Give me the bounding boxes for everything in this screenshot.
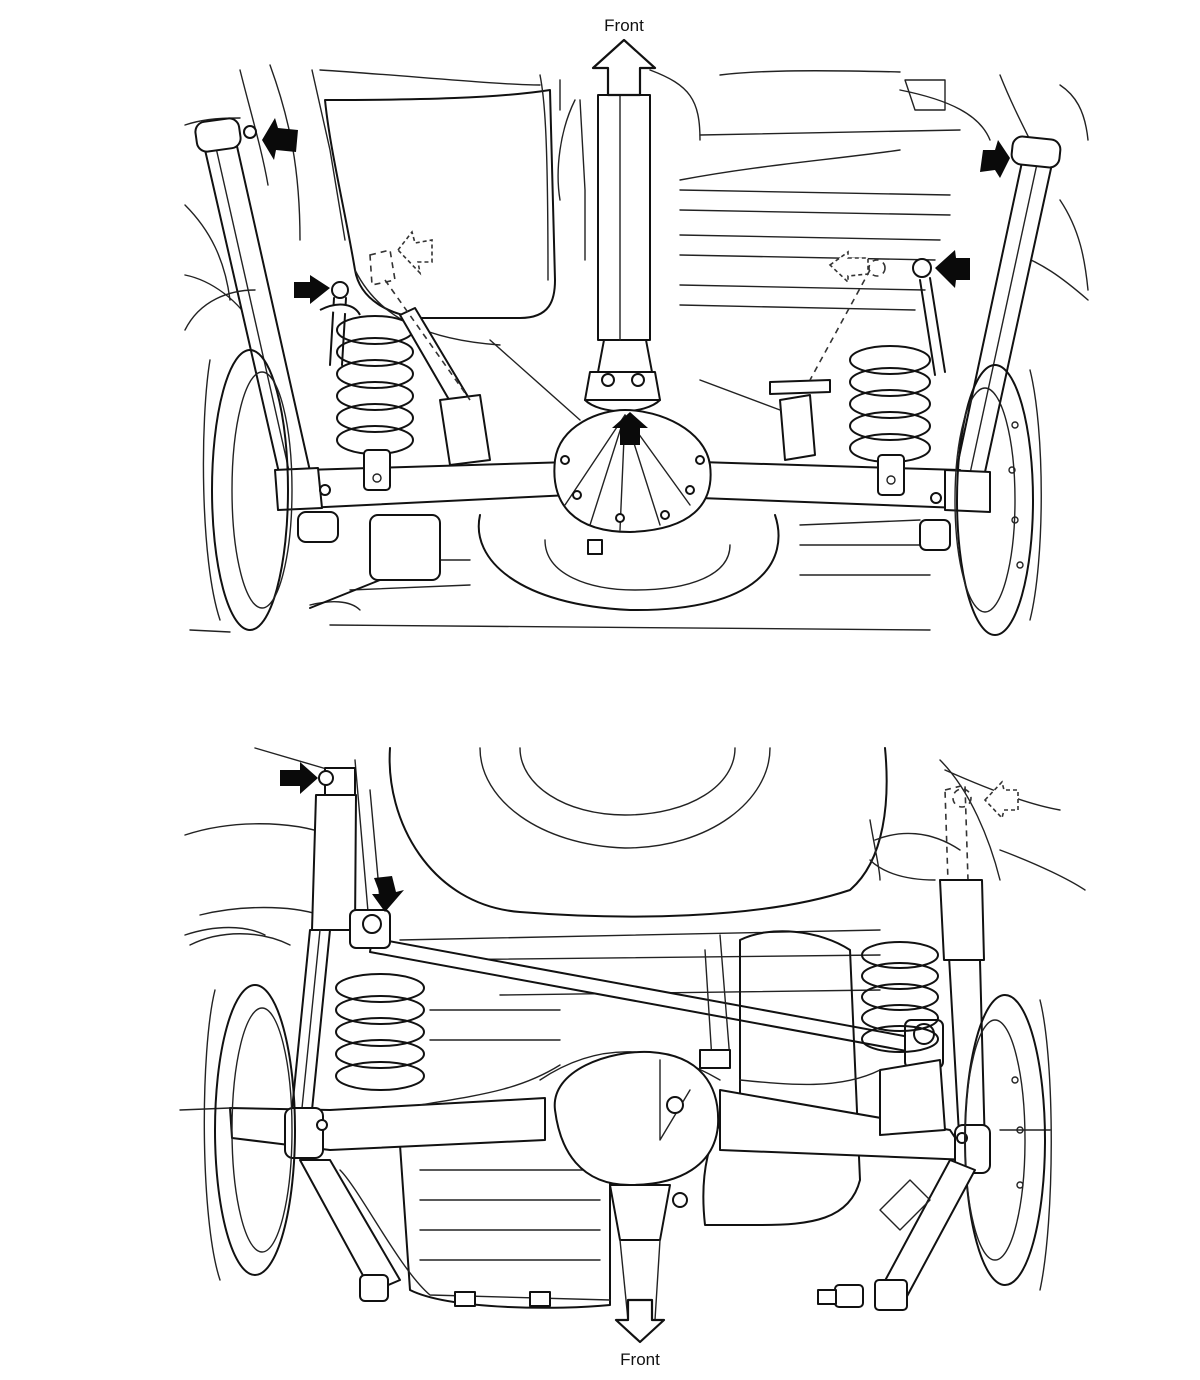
top-hidden-callout-right-icon [828, 250, 869, 284]
bottom-left-wheel [184, 926, 296, 1281]
top-view: Front [184, 16, 1089, 636]
top-lower-links [297, 511, 951, 609]
bottom-front-label: Front [620, 1350, 660, 1369]
bottom-spare-tire [388, 747, 888, 918]
bottom-fuel-tank [699, 930, 861, 1226]
bottom-left-shock-absorber [291, 767, 357, 1111]
top-hidden-bolt-left [369, 249, 396, 286]
bottom-right-wheel [964, 994, 1052, 1291]
top-callout-arrow-link-right-icon [935, 250, 970, 288]
bottom-right-coil-spring [861, 941, 939, 1053]
top-callout-arrow-center-icon [612, 412, 648, 445]
top-left-coil-spring [336, 315, 414, 455]
top-front-label: Front [604, 16, 644, 35]
bottom-view: Front [179, 747, 1086, 1369]
top-rear-axle-housing [274, 449, 991, 513]
bottom-left-coil-spring [335, 973, 425, 1091]
top-front-direction-arrow-icon [591, 38, 657, 97]
top-callout-arrow-upper-right-icon [980, 140, 1010, 178]
top-fuel-tank [324, 74, 556, 346]
bottom-right-shock-absorber [869, 783, 986, 1153]
top-propeller-shaft [584, 94, 661, 413]
bottom-left-tank [399, 1144, 611, 1309]
top-right-coil-spring [849, 345, 931, 463]
top-left-stabilizer-link [319, 281, 361, 366]
bottom-hidden-callout-icon [983, 780, 1019, 820]
bottom-differential [553, 1050, 720, 1321]
bottom-callout-arrow-rod-bolt-icon [372, 876, 404, 912]
top-callout-arrow-link-left-icon [294, 275, 330, 304]
top-callout-arrow-upper-left-icon [262, 118, 298, 160]
top-hidden-callout-left-icon [396, 230, 433, 276]
top-hidden-bolt-right [868, 259, 886, 277]
top-right-stabilizer-link [912, 258, 946, 376]
top-right-shock-absorber [951, 135, 1062, 496]
top-hidden-link-right [809, 269, 871, 381]
bottom-callout-arrow-shock-top-icon [280, 762, 318, 794]
bottom-lateral-rod [349, 909, 944, 1069]
bottom-front-direction-arrow-icon [614, 1298, 666, 1344]
top-differential [553, 409, 712, 555]
top-right-wheel [954, 364, 1042, 636]
top-control-arms [399, 307, 831, 466]
top-left-wheel [184, 289, 293, 633]
top-spare-tire [309, 514, 931, 631]
top-hidden-link-left [384, 279, 471, 401]
bottom-lower-control-arms [299, 1159, 976, 1311]
top-body-outline [184, 64, 1089, 331]
